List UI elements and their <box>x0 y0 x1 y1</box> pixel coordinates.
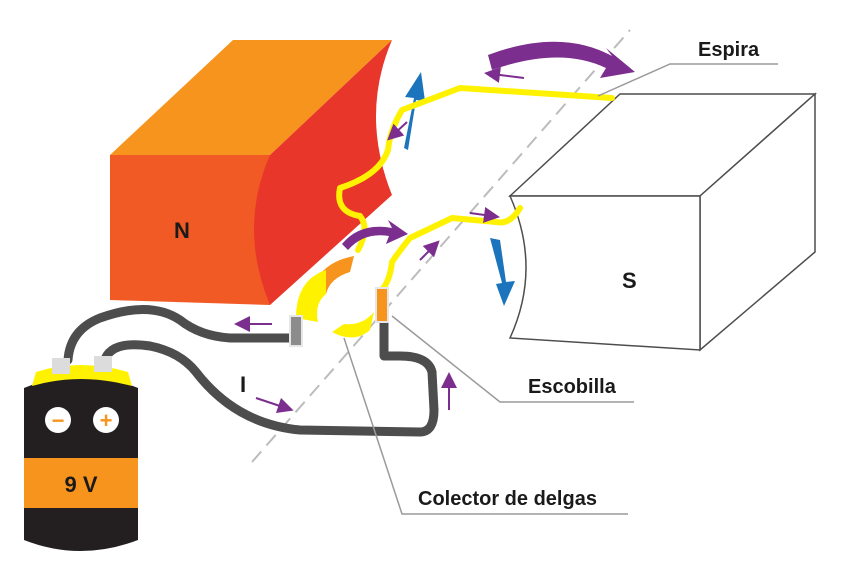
battery-terminal-plus <box>94 356 112 372</box>
south-magnet: S <box>508 92 817 352</box>
leader-lines <box>343 63 778 515</box>
wire-right <box>99 295 439 437</box>
battery: − + 9 V <box>24 356 138 551</box>
battery-plus-symbol-bg <box>93 407 119 433</box>
north-pole-label: N <box>174 218 190 243</box>
south-pole-label: S <box>622 268 637 293</box>
wire-left <box>63 305 301 365</box>
north-magnet-face <box>254 40 392 305</box>
force-arrow-down <box>490 238 515 306</box>
espira-label: Espira <box>698 39 760 61</box>
force-arrow-up <box>404 72 425 150</box>
wires <box>63 295 439 437</box>
battery-band <box>24 458 138 508</box>
battery-minus-icon: − <box>52 408 65 433</box>
battery-plus-icon: + <box>100 408 113 433</box>
north-magnet-front <box>110 155 270 305</box>
north-magnet: N <box>110 40 392 305</box>
brush-left <box>289 315 303 347</box>
commutator <box>296 256 374 338</box>
north-magnet-top <box>110 40 392 155</box>
current-arrows <box>234 67 525 414</box>
rotation-arrow <box>488 41 635 78</box>
south-magnet-front <box>508 195 701 351</box>
colector-label: Colector de delgas <box>418 488 597 510</box>
brush-right <box>375 287 389 323</box>
rotation-axis <box>251 29 631 463</box>
current-label: I <box>240 372 246 397</box>
battery-voltage: 9 V <box>64 472 97 497</box>
battery-minus-symbol-bg <box>45 407 71 433</box>
brushes <box>289 287 389 347</box>
escobilla-label: Escobilla <box>528 376 617 398</box>
commutator-rotation-arrow <box>342 220 408 250</box>
battery-terminal-minus <box>52 358 70 374</box>
